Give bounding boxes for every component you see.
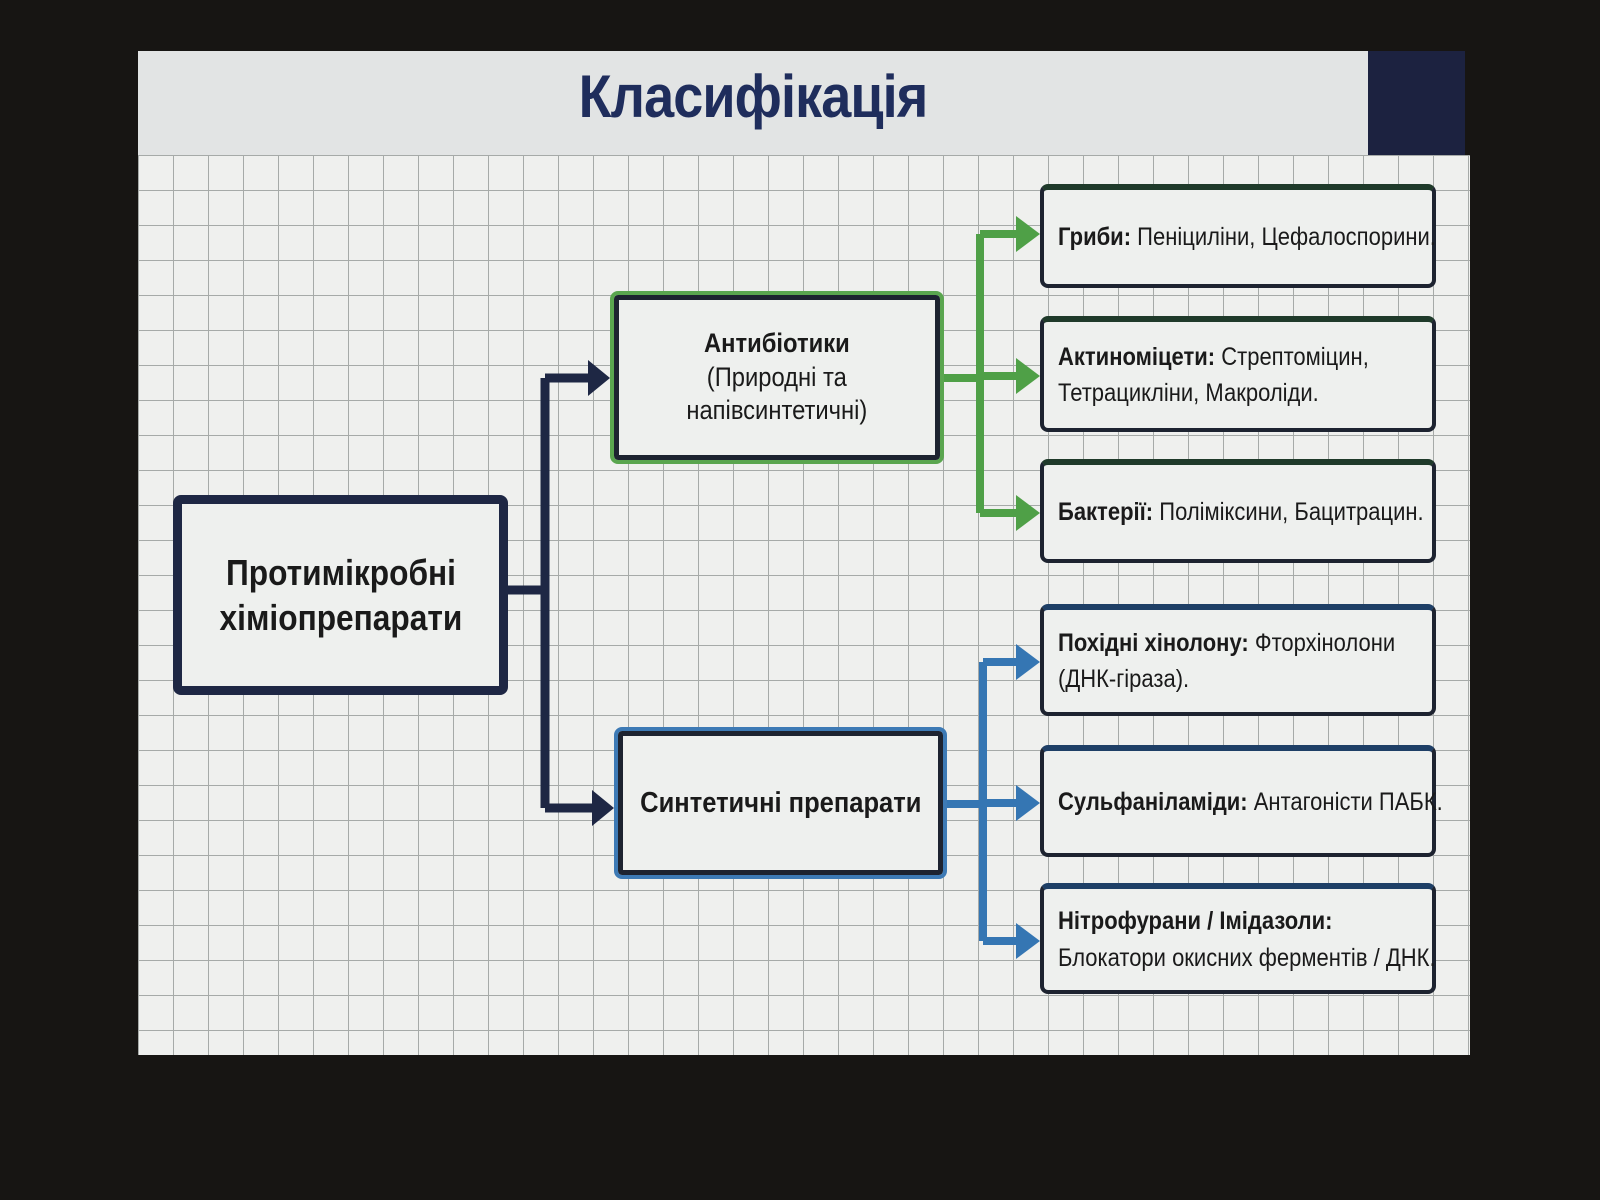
leaf-quinolones: Похідні хінолону: Фторхінолони (ДНК-гіра… (1040, 604, 1436, 716)
synthetic-title: Синтетичні препарати (639, 786, 922, 819)
leaf-text: Стрептоміцин, (1221, 342, 1369, 371)
antibiotics-node: Антибіотики (Природні та напівсинтетичні… (610, 291, 944, 464)
arrow-bacteria (1016, 495, 1040, 531)
arrow-sulfa (1016, 785, 1040, 821)
arrow-nitro (1016, 923, 1040, 959)
leaf-text-2: Тетрацикліни, Макроліди. (1058, 379, 1319, 407)
slide-title: Класифікація (578, 63, 929, 130)
arrow-quinolone (1016, 644, 1040, 680)
leaf-text: Пеніциліни, Цефалоспорини. (1137, 222, 1436, 251)
leaf-text: Фторхінолони (1254, 628, 1396, 657)
leaf-actinomycetes: Актиноміцети: Стрептоміцин, Тетрацикліни… (1040, 316, 1436, 432)
synthetic-connector (947, 658, 1020, 945)
synthetic-node: Синтетичні препарати (614, 727, 947, 879)
root-line1: Протимікробні (225, 552, 456, 593)
leaf-label: Бактерії: (1058, 497, 1154, 526)
arrow-to-antibiotics (588, 360, 610, 396)
arrow-actino (1016, 358, 1040, 394)
leaf-text-2: Блокатори окисних ферментів / ДНК. (1058, 943, 1436, 972)
leaf-sulfonamides: Сульфаніламіди: Антагоністи ПАБК. (1040, 745, 1443, 857)
leaf-label: Актиноміцети: (1058, 342, 1216, 371)
leaf-bacteria: Бактерії: Поліміксини, Бацитрацин. (1040, 459, 1436, 563)
leaf-label: Нітрофурани / Імідазоли: (1058, 907, 1333, 936)
root-line2: хіміопрепарати (219, 597, 462, 638)
leaf-nitrofurans: Нітрофурани / Імідазоли: Блокатори окисн… (1040, 883, 1436, 994)
leaf-text-2: (ДНК-гіраза). (1058, 665, 1190, 693)
leaf-label: Сульфаніламіди: (1058, 787, 1248, 816)
antibiotics-line2: (Природні та (706, 361, 848, 392)
arrow-to-synthetic (592, 790, 614, 826)
leaf-label: Гриби: (1058, 222, 1132, 251)
leaf-label: Похідні хінолону: (1058, 628, 1249, 657)
slide-corner-decoration (1368, 51, 1465, 161)
leaf-fungi: Гриби: Пеніциліни, Цефалоспорини. (1040, 184, 1436, 288)
root-connector (508, 373, 594, 813)
arrow-fungi (1016, 216, 1040, 252)
antibiotics-connector (944, 230, 1020, 517)
slide-header (138, 51, 1368, 161)
leaf-text: Антагоністи ПАБК. (1253, 787, 1443, 816)
root-node: Протимікробні хіміопрепарати (173, 495, 508, 695)
antibiotics-title: Антибіотики (704, 327, 850, 358)
antibiotics-line3: напівсинтетичні) (686, 395, 868, 426)
leaf-text: Поліміксини, Бацитрацин. (1159, 497, 1424, 526)
